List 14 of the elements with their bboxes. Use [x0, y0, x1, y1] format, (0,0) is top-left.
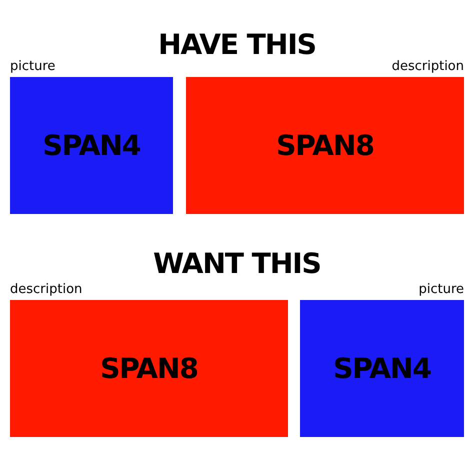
- block-label: SPAN8: [100, 352, 198, 385]
- heading: WANT THIS: [152, 247, 322, 280]
- layout-block: [186, 77, 464, 214]
- layout-block: [300, 300, 464, 437]
- caption-label: description: [10, 282, 82, 297]
- layout-block: [10, 77, 173, 214]
- caption-label: picture: [418, 282, 464, 297]
- block-label: SPAN4: [42, 129, 140, 162]
- layout-block: [10, 300, 288, 437]
- block-label: SPAN8: [276, 129, 374, 162]
- caption-label: description: [392, 59, 464, 74]
- block-label: SPAN4: [333, 352, 431, 385]
- heading: HAVE THIS: [157, 28, 317, 61]
- caption-label: picture: [10, 59, 56, 74]
